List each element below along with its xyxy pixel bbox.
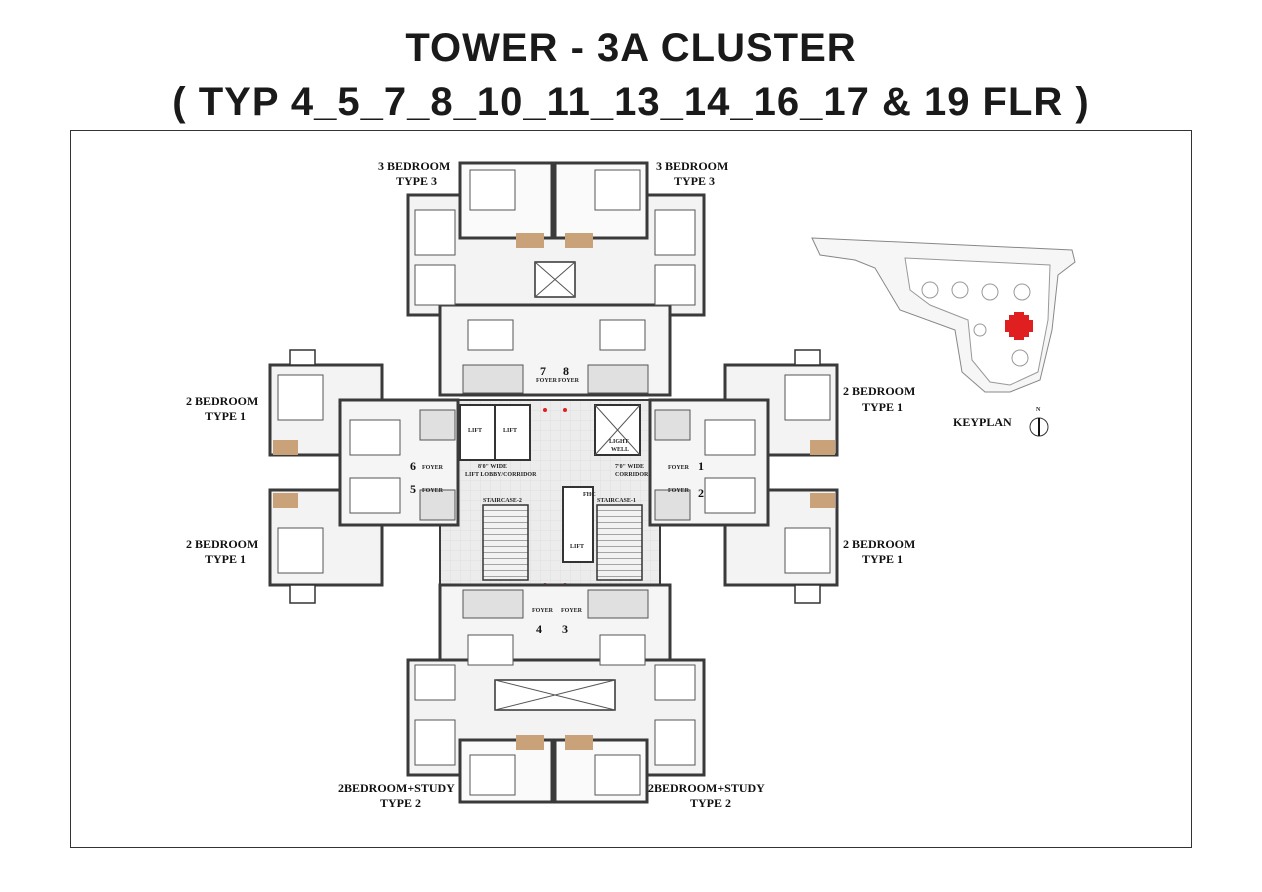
bottom-right-type-label-b: TYPE 2	[690, 796, 731, 810]
north-arrow-icon	[1029, 417, 1049, 437]
unit-6-number: 6	[410, 459, 416, 473]
keyplan-label: KEYPLAN	[953, 415, 1012, 429]
top-units: 7 8 FOYER FOYER	[406, 161, 706, 397]
bottom-units: 4 3 FOYER FOYER	[406, 583, 706, 804]
unit-5-number: 5	[410, 482, 416, 496]
left-upper-type-label-a: 2 BEDROOM	[186, 394, 258, 408]
keyplan: KEYPLAN N	[811, 237, 1076, 437]
left-units: 6 5 FOYER FOYER	[268, 349, 460, 604]
lobby-label-b: LIFT LOBBY/CORRIDOR	[465, 472, 537, 478]
left-upper-type-label-b: TYPE 1	[205, 409, 246, 423]
light-well-label-b: WELL	[611, 447, 629, 453]
foyer-6-label: FOYER	[422, 465, 444, 471]
lobby-label-a: 8'0" WIDE	[478, 464, 507, 470]
unit-8-number: 8	[563, 364, 569, 378]
unit-1-number: 1	[698, 459, 704, 473]
lift-1-label: LIFT	[468, 428, 482, 434]
right-lower-type-label-a: 2 BEDROOM	[843, 537, 915, 551]
lift-2-label: LIFT	[503, 428, 517, 434]
north-label: N	[1036, 407, 1041, 413]
left-lower-type-label-a: 2 BEDROOM	[186, 537, 258, 551]
right-upper-type-label-a: 2 BEDROOM	[843, 384, 915, 398]
foyer-4-label: FOYER	[532, 608, 554, 614]
plan-frame	[70, 130, 1192, 848]
bottom-left-type-label-a: 2BEDROOM+STUDY	[338, 781, 455, 795]
left-lower-type-label-b: TYPE 1	[205, 552, 246, 566]
foyer-1-label: FOYER	[668, 465, 690, 471]
plan-title: TOWER - 3A CLUSTER	[405, 26, 857, 70]
staircase-2-label: STAIRCASE-2	[483, 498, 522, 504]
staircase-1-label: STAIRCASE-1	[597, 498, 636, 504]
central-core: LIFT LIFT LIGHT WELL 8'0" WIDE LIFT LOBB…	[439, 399, 662, 587]
top-right-type-label-a: 3 BEDROOM	[656, 159, 728, 173]
foyer-5-label: FOYER	[422, 488, 444, 494]
foyer-7-label: FOYER	[536, 378, 558, 384]
keyplan-highlight	[1005, 312, 1033, 340]
unit-4-number: 4	[536, 622, 542, 636]
corridor-right-label-a: 7'0" WIDE	[615, 464, 644, 470]
right-upper-type-label-b: TYPE 1	[862, 400, 903, 414]
fhc-label: FHC	[583, 492, 596, 498]
bottom-left-type-label-b: TYPE 2	[380, 796, 421, 810]
bottom-right-type-label-a: 2BEDROOM+STUDY	[648, 781, 765, 795]
lift-3-label: LIFT	[570, 544, 584, 550]
right-lower-type-label-b: TYPE 1	[862, 552, 903, 566]
corridor-right-label-b: CORRIDOR	[615, 472, 649, 478]
top-right-type-label-b: TYPE 3	[674, 174, 715, 188]
unit-3-number: 3	[562, 622, 568, 636]
plan-subtitle: ( TYP 4_5_7_8_10_11_13_14_16_17 & 19 FLR…	[172, 80, 1090, 124]
top-left-type-label-a: 3 BEDROOM	[378, 159, 450, 173]
foyer-2-label: FOYER	[668, 488, 690, 494]
light-well-label-a: LIGHT	[609, 439, 629, 445]
foyer-8-label: FOYER	[558, 378, 580, 384]
unit-type-labels: 3 BEDROOM TYPE 3 3 BEDROOM TYPE 3 2 BEDR…	[186, 159, 915, 810]
right-units: 1 2 FOYER FOYER	[648, 349, 839, 604]
unit-7-number: 7	[540, 364, 546, 378]
top-left-type-label-b: TYPE 3	[396, 174, 437, 188]
unit-2-number: 2	[698, 486, 704, 500]
foyer-3-label: FOYER	[561, 608, 583, 614]
